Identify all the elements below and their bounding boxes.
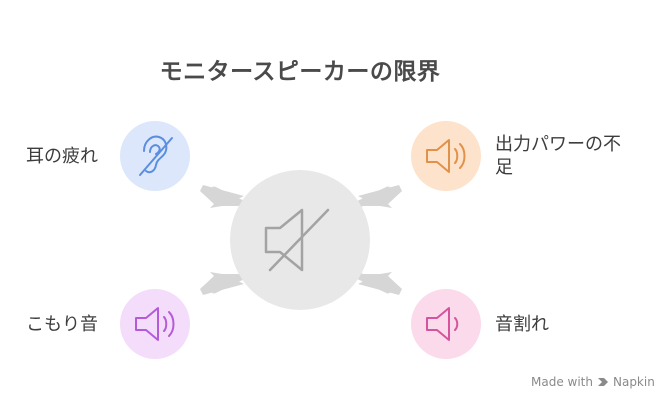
napkin-watermark[interactable]: Made with Napkin	[531, 375, 655, 389]
napkin-logo-icon	[597, 378, 608, 386]
ear-off-icon	[139, 135, 173, 176]
speaker-high-icon	[135, 307, 175, 341]
diagram-title: モニタースピーカーの限界	[159, 59, 441, 85]
made-with-text: Made with	[531, 375, 593, 389]
node-power-shortage	[411, 121, 481, 191]
node-ear-fatigue	[120, 121, 190, 191]
node-muffled-sound	[120, 289, 190, 359]
napkin-brand-text: Napkin	[612, 375, 655, 389]
node-distortion	[411, 289, 481, 359]
label-power-shortage: 出力パワーの不足	[495, 134, 621, 178]
center-node	[230, 170, 370, 310]
label-muffled-sound: こもり音	[26, 314, 98, 335]
label-distortion: 音割れ	[495, 314, 549, 335]
speaker-low-icon	[426, 139, 466, 173]
label-ear-fatigue: 耳の疲れ	[26, 146, 98, 167]
speaker-muted-icon	[264, 208, 330, 272]
speaker-icon	[426, 307, 459, 341]
